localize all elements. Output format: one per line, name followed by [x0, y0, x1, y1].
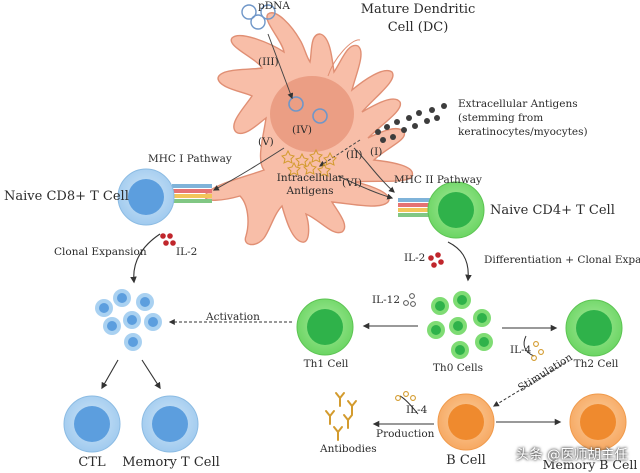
pdna-plasmid: [241, 4, 257, 20]
arrow-to-ctl: [101, 359, 119, 390]
arrow-differentiation: [447, 241, 472, 282]
memory-b-nucleus: [580, 404, 616, 440]
extracellular-antigens-line1: Extracellular Antigens: [458, 98, 578, 110]
memory-t-nucleus: [152, 406, 188, 442]
il12-label: IL-12: [372, 294, 401, 306]
b-cell-label: B Cell: [446, 453, 486, 468]
intracellular-antigen-stars: [281, 148, 337, 177]
memory-t-label: Memory T Cell: [122, 455, 220, 470]
arrow-pdna-entry: [267, 33, 294, 100]
il4-curve-th2: [523, 335, 535, 357]
pdna-label: pDNA: [258, 0, 290, 12]
pdna-plasmid: [250, 14, 266, 30]
il4-th2-label: IL-4: [510, 344, 532, 356]
pathway-vi: (VI): [342, 177, 362, 189]
mhc2-receptor: [398, 198, 438, 217]
naive-cd8-label: Naive CD8+ T Cell: [4, 189, 129, 204]
antibodies-label: Antibodies: [320, 443, 377, 455]
watermark: 头条 @医师胡主任: [515, 447, 628, 463]
dc-nucleus: [270, 76, 354, 152]
antibodies-icon: [325, 392, 357, 441]
mhc1-pathway-label: MHC I Pathway: [148, 153, 232, 165]
intracellular-antigens-line1: Intracellular: [276, 172, 344, 184]
activation-label: Activation: [206, 311, 260, 323]
th0-label: Th0 Cells: [432, 362, 484, 374]
pathway-iii: (III): [258, 56, 279, 68]
il2-left-label: IL-2: [176, 246, 198, 258]
dc-title-line2: Cell (DC): [387, 20, 449, 35]
pathway-i: (I): [370, 146, 383, 158]
il2-right-label: IL-2: [404, 252, 426, 264]
memory-b-label: Memory B Cell: [542, 457, 638, 472]
il4-curve-b: [399, 395, 419, 415]
pathway-iv: (IV): [292, 124, 312, 136]
il4-b-label: IL-4: [406, 404, 428, 416]
arrow-antigen-uptake: [318, 139, 361, 167]
pathway-v: (V): [258, 136, 274, 148]
il12-dots: [403, 293, 416, 307]
arrow-to-memory-t: [141, 359, 161, 390]
th2-nucleus: [576, 310, 612, 346]
mhc2-pathway-label: MHC II Pathway: [394, 174, 482, 186]
arrow-stimulation: [492, 361, 567, 407]
th1-nucleus: [307, 309, 343, 345]
pathway-ii: (II): [346, 149, 363, 161]
dendrite: [327, 39, 361, 77]
pdna-in-nucleus-1: [288, 96, 304, 112]
b-cell-nucleus: [448, 404, 484, 440]
arrow-vi-path: [337, 175, 394, 200]
intracellular-antigens-line2: Antigens: [286, 185, 334, 197]
th0-cluster: [427, 291, 493, 359]
cd8-clone-cluster: [95, 289, 162, 351]
il2-dots-left: [160, 233, 176, 246]
ctl-nucleus: [74, 406, 110, 442]
pdna-in-nucleus-2: [312, 108, 328, 124]
ctl-label: CTL: [78, 455, 106, 470]
pdna-plasmid: [260, 4, 276, 20]
naive-cd4-nucleus: [438, 192, 474, 228]
naive-cd8-nucleus: [128, 179, 164, 215]
il4-dots-b: [395, 391, 416, 401]
naive-cd4-label: Naive CD4+ T Cell: [490, 203, 615, 218]
differentiation-label: Differentiation + Clonal Expansion: [484, 254, 640, 266]
extracellular-antigen-dots: [375, 103, 447, 143]
il2-dots-right: [428, 252, 444, 268]
arrow-clonal-expansion: [130, 233, 161, 284]
mhc1-receptor: [172, 184, 212, 203]
clonal-expansion-label: Clonal Expansion: [54, 246, 147, 258]
extracellular-antigens-line3: keratinocytes/myocytes): [458, 126, 588, 138]
th2-label: Th2 Cell: [573, 358, 619, 370]
arrow-mhc1-path: [212, 147, 285, 191]
arrow-mhc2-path: [353, 147, 395, 193]
extracellular-antigens-line2: (stemming from: [458, 112, 544, 124]
th1-label: Th1 Cell: [303, 358, 349, 370]
il4-dots-th2: [531, 341, 544, 361]
dc-title-line1: Mature Dendritic: [360, 2, 476, 17]
production-label: Production: [376, 428, 435, 440]
